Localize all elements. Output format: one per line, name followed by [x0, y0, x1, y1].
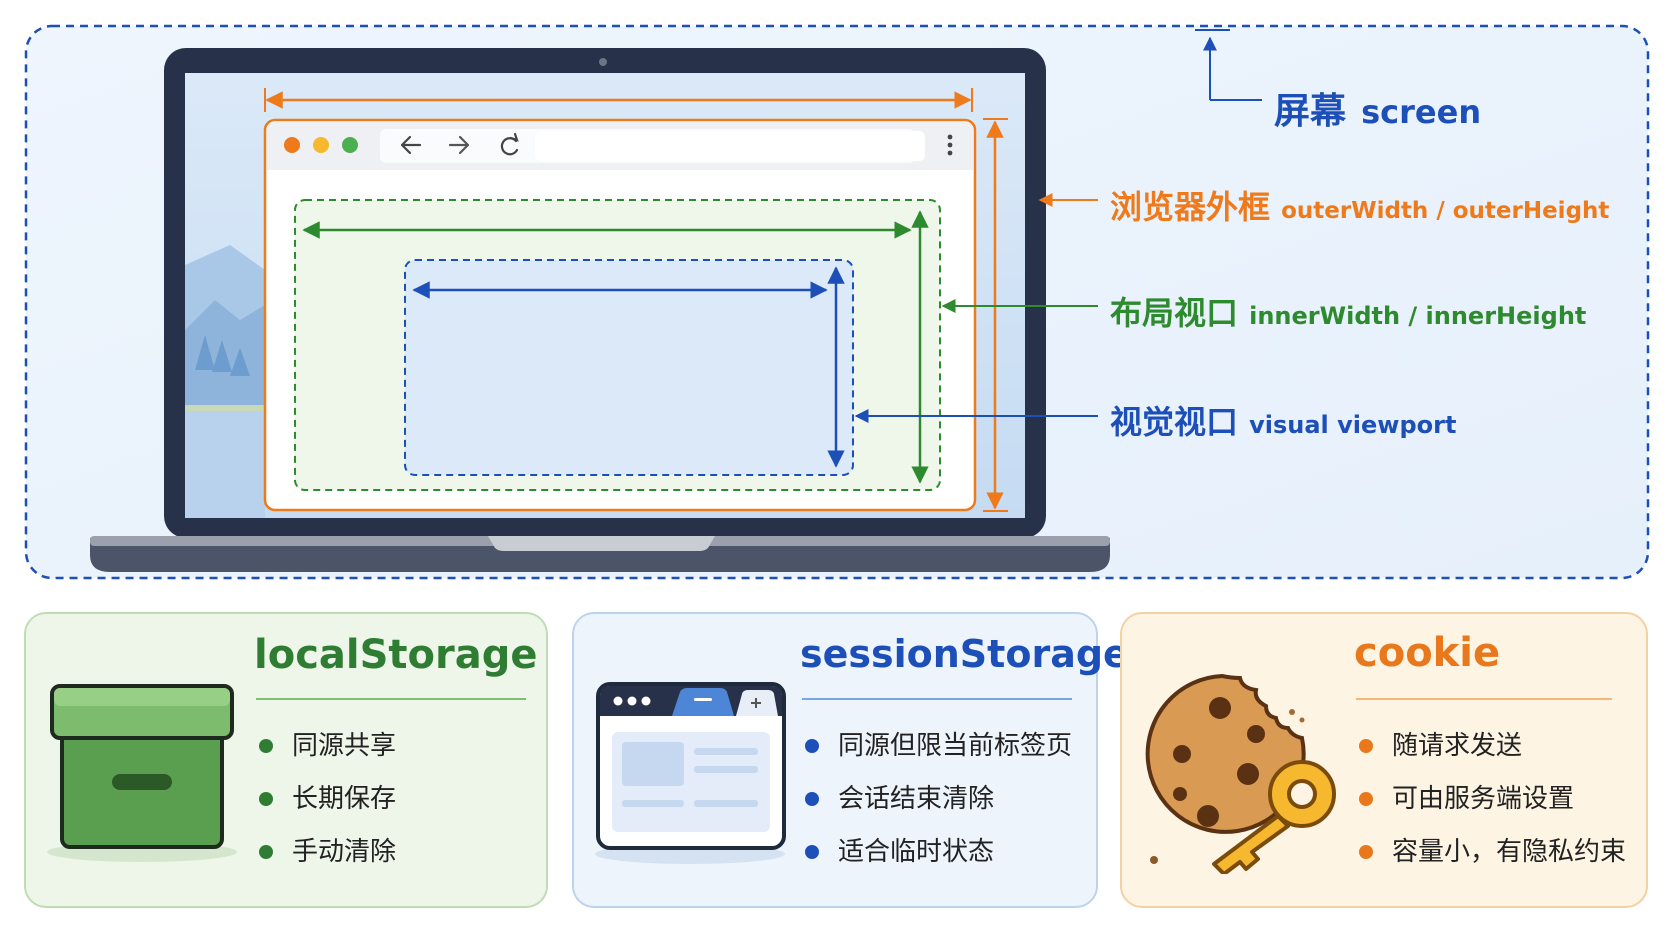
session-storage-card: sessionStorage 同源但限当前标签页 会话结束清除 适合临时状态	[572, 612, 1129, 908]
cookie-key-icon	[1145, 673, 1336, 874]
outer-label-zh: 浏览器外框	[1110, 188, 1271, 226]
browser-menu-icon	[947, 134, 953, 156]
bullet-dot	[1359, 792, 1373, 806]
bullet-dot	[259, 739, 273, 753]
visual-label: 视觉视口 visual viewport	[1110, 397, 1456, 443]
address-bar	[535, 131, 925, 161]
bullet-dot	[259, 792, 273, 806]
inner-label: 布局视口 innerWidth / innerHeight	[1110, 288, 1586, 334]
list-item: 同源共享	[256, 726, 396, 779]
cookie-divider	[1356, 698, 1612, 700]
reload-icon	[500, 132, 519, 156]
laptop-base	[90, 538, 1110, 572]
bullet-dot	[259, 845, 273, 859]
visual-label-zh: 视觉视口	[1110, 403, 1239, 441]
session-storage-title: sessionStorage	[800, 632, 1129, 676]
visual-viewport-box	[404, 259, 854, 476]
back-arrow-icon	[400, 135, 422, 155]
list-item: 可由服务端设置	[1356, 779, 1626, 832]
outer-label-en: outerWidth / outerHeight	[1281, 198, 1610, 224]
local-storage-divider	[256, 698, 526, 700]
screen-label-zh: 屏幕	[1274, 91, 1347, 132]
screen-label: 屏幕 screen	[1274, 82, 1481, 134]
bullet-dot	[1359, 845, 1373, 859]
local-storage-card: localStorage 同源共享 长期保存 手动清除	[24, 612, 548, 908]
wallpaper-landscape	[185, 245, 265, 518]
laptop-camera	[599, 58, 607, 66]
local-storage-title: localStorage	[254, 632, 538, 678]
cookie-list: 随请求发送 可由服务端设置 容量小，有隐私约束	[1356, 726, 1626, 885]
local-storage-list: 同源共享 长期保存 手动清除	[256, 726, 396, 885]
list-item: 手动清除	[256, 832, 396, 885]
list-item: 随请求发送	[1356, 726, 1626, 779]
forward-arrow-icon	[448, 135, 470, 155]
bullet-dot	[805, 792, 819, 806]
cookie-card: cookie 随请求发送 可由服务端设置 容量小，有隐私约束	[1120, 612, 1648, 908]
list-item: 同源但限当前标签页	[802, 726, 1072, 779]
bullet-dot	[805, 739, 819, 753]
list-item: 会话结束清除	[802, 779, 1072, 832]
storage-box-icon	[47, 684, 237, 862]
window-maximize-dot	[342, 137, 358, 153]
viewport-diagram	[24, 24, 1650, 580]
cookie-title: cookie	[1354, 630, 1501, 676]
inner-label-zh: 布局视口	[1110, 294, 1239, 332]
list-item: 容量小，有隐私约束	[1356, 832, 1626, 885]
screen-label-en: screen	[1361, 93, 1482, 131]
bullet-dot	[805, 845, 819, 859]
visual-label-en: visual viewport	[1249, 411, 1457, 439]
window-close-dot	[284, 137, 300, 153]
session-storage-divider	[802, 698, 1072, 700]
bullet-dot	[1359, 739, 1373, 753]
browser-tab-icon	[595, 682, 786, 864]
outer-label: 浏览器外框 outerWidth / outerHeight	[1110, 182, 1609, 228]
list-item: 适合临时状态	[802, 832, 1072, 885]
session-storage-list: 同源但限当前标签页 会话结束清除 适合临时状态	[802, 726, 1072, 885]
window-minimize-dot	[313, 137, 329, 153]
inner-label-en: innerWidth / innerHeight	[1249, 302, 1587, 330]
list-item: 长期保存	[256, 779, 396, 832]
